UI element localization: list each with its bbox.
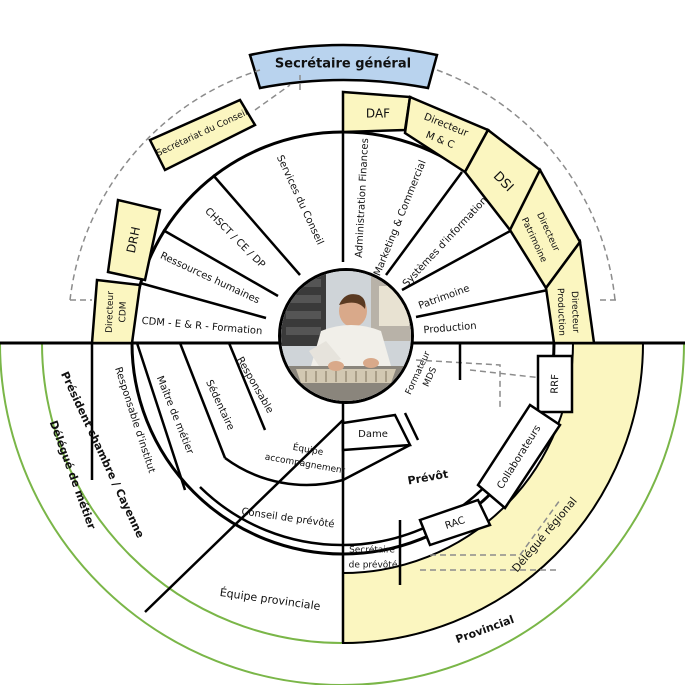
- secretaire-prevote-line1: Secrétaire: [349, 545, 395, 556]
- collaborateurs-box: [476, 403, 562, 510]
- directeur-production-line1: Directeur: [569, 291, 580, 334]
- photo-illustration: [281, 271, 411, 401]
- secretaire-prevote-line2: de prévôté: [349, 560, 398, 571]
- top-left-dividers: [139, 132, 345, 320]
- provincial-outer-ring: [0, 342, 685, 685]
- rrf-label: RRF: [550, 374, 562, 394]
- dame-label: Dame: [358, 429, 388, 440]
- directeur-cdm-line1: Directeur: [105, 291, 116, 334]
- secretariat-box: [148, 98, 257, 172]
- secretaire-general-label: Secrétaire général: [275, 57, 411, 72]
- drh-box: [106, 198, 162, 282]
- secretaire-general-band: [248, 43, 439, 90]
- directeur-cdm-box: [90, 278, 142, 345]
- bottom-left-dividers: [90, 342, 344, 613]
- rrf-box: [536, 354, 574, 414]
- top-right-dividers: [384, 171, 549, 319]
- drh-label: DRH: [124, 225, 143, 254]
- production-label: Production: [423, 321, 477, 337]
- bottom-left-arcs: [199, 456, 344, 547]
- daf-label: DAF: [366, 107, 390, 121]
- directeur-cdm-line2: CDM: [118, 301, 129, 322]
- equipe-provinciale-label: Équipe provinciale: [219, 586, 321, 613]
- dame-box: [341, 413, 412, 452]
- rac-box: [418, 498, 492, 547]
- directeur-production-box: [544, 238, 596, 345]
- center-photo: [278, 268, 414, 404]
- directeur-production-line2: Production: [555, 288, 567, 336]
